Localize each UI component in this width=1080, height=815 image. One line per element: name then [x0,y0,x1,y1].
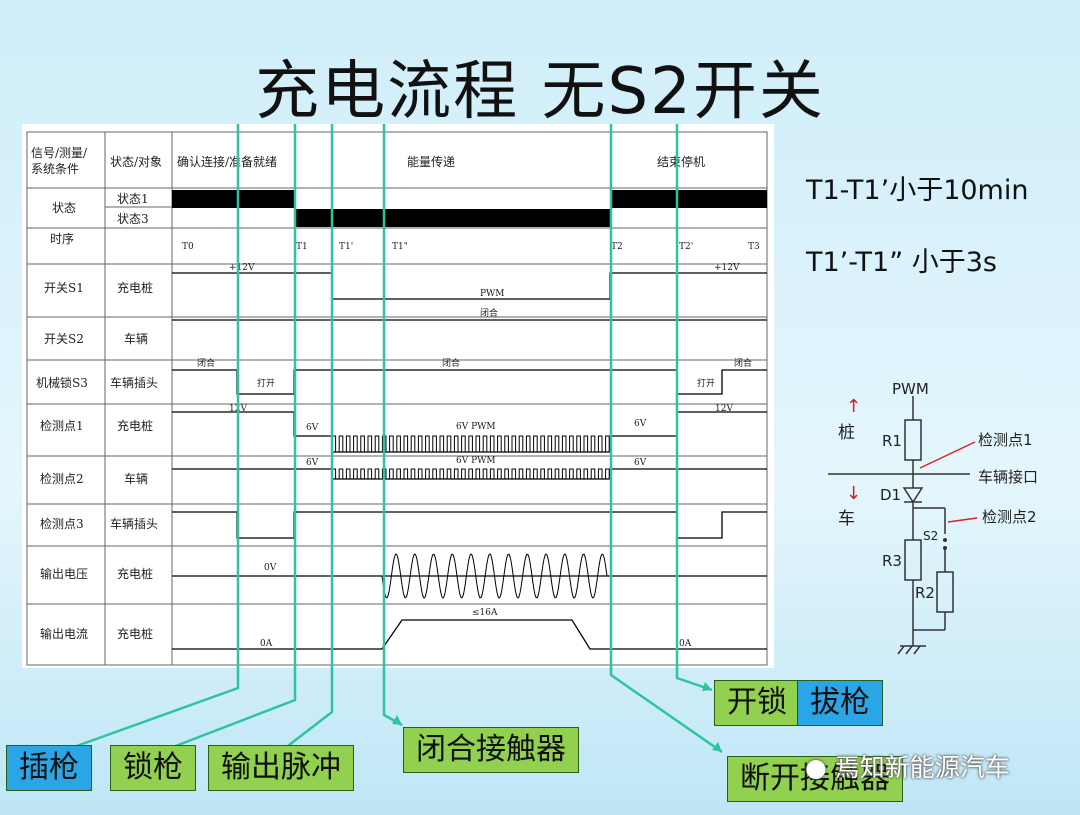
row-obj-6: 充电桩 [117,566,153,581]
tag-lock: 锁枪 [110,745,196,791]
pwm-cp1 [331,435,610,453]
label-12v-b: 12V [715,404,733,414]
label-6vpwm-1: 6V PWM [456,422,496,432]
row-sig-6: 输出电压 [40,566,88,581]
sine-voltage [381,553,608,599]
row-obj-0: 充电桩 [117,280,153,295]
watermark: ● 焉知新能源汽车 [805,753,1010,782]
status-item-1: 状态1 [117,192,149,206]
row-obj-2: 车辆插头 [110,375,158,390]
label-pile: 桩 [838,423,855,443]
row-obj-4: 车辆 [124,471,148,486]
label-p12v-a: +12V [229,263,255,273]
row-obj-3: 充电桩 [117,418,153,433]
label-closed-s3a: 闭合 [197,357,215,369]
label-closed-s3b: 闭合 [442,357,460,369]
tag-contactor-open: 断开接触器 [727,756,903,802]
status-bar-1b [610,190,767,208]
label-16a: ≤16A [472,608,498,618]
time-t0: T0 [182,242,194,252]
label-12v-a: 12V [229,404,247,414]
note-t1p: T1’-T1” 小于3s [806,247,998,278]
head-object: 状态/对象 [110,155,162,169]
label-pwm: PWM [480,289,505,299]
label-6v-3: 6V [306,458,319,468]
row-sig-2: 机械锁S3 [36,375,88,390]
row-obj-5: 车辆插头 [110,516,158,531]
label-iface: 车辆接口 [978,468,1038,486]
label-r1: R1 [882,432,902,450]
seq-label: 时序 [50,231,74,246]
timing-diagram: 信号/测量/ 系统条件 状态/对象 确认连接/准备就绪 能量传递 结束停机 状态… [22,124,774,668]
note-t1: T1-T1’小于10min [806,175,1029,206]
label-open-a: 打开 [257,377,275,389]
label-r3: R3 [882,552,902,570]
label-6vpwm-2: 6V PWM [456,456,496,466]
label-0v: 0V [264,563,277,573]
label-6v-1: 6V [306,423,319,433]
label-6v-4: 6V [634,458,647,468]
label-p12v-b: +12V [714,263,740,273]
row-sig-4: 检测点2 [40,471,84,486]
label-closed-s3c: 闭合 [734,357,752,369]
status-bar-1a [172,190,294,208]
tag-pulse: 输出脉冲 [208,745,354,791]
tag-insert: 插枪 [6,745,92,791]
status-bar-3 [294,209,610,227]
tag-unlock: 开锁 [714,680,800,726]
row-obj-7: 充电桩 [117,626,153,641]
label-closed-s2: 闭合 [480,307,498,319]
watermark-text: 焉知新能源汽车 [834,753,1010,782]
row-sig-0: 开关S1 [44,281,84,295]
label-r2: R2 [915,584,935,602]
time-t2p: T2' [679,242,693,252]
row-sig-5: 检测点3 [40,516,84,531]
label-d1: D1 [880,486,901,504]
head-signal-1: 信号/测量/ [31,146,88,160]
label-car: 车 [838,509,855,529]
status-item-3: 状态3 [117,212,149,226]
label-pwm: PWM [892,380,929,398]
head-phase-energy: 能量传递 [407,154,455,169]
head-phase-end: 结束停机 [657,154,705,169]
status-label: 状态 [52,201,76,215]
label-cp1: 检测点1 [978,431,1033,449]
label-cp2: 检测点2 [982,508,1037,526]
row-sig-7: 输出电流 [40,626,88,641]
pwm-waves [331,435,610,599]
label-0a-1: 0A [260,639,273,649]
head-signal-2: 系统条件 [31,162,79,176]
time-t1: T1 [296,242,308,252]
row-sig-1: 开关S2 [44,332,84,346]
time-t1p: T1' [339,242,353,252]
pwm-cp2 [331,468,610,480]
label-6v-2: 6V [634,419,647,429]
row-sig-3: 检测点1 [40,418,84,433]
pilot-circuit: ↑ ↓ PWM R1 D1 R3 R2 S2 桩 车 检测点1 车辆接口 检测点… [828,380,1038,655]
label-0a-2: 0A [679,639,692,649]
head-phase-connect: 确认连接/准备就绪 [177,154,277,169]
label-open-b: 打开 [697,377,715,389]
time-t3: T3 [748,242,760,252]
tag-unplug: 拔枪 [797,680,883,726]
time-t2: T2 [611,242,623,252]
page-title: 充电流程 无S2开关 [255,55,825,129]
arrow-down-icon: ↓ [846,483,861,504]
arrow-up-icon: ↑ [846,396,861,417]
time-t1pp: T1" [392,242,408,252]
tag-contactor-close: 闭合接触器 [403,727,579,773]
row-obj-1: 车辆 [124,331,148,346]
label-s2: S2 [923,529,938,543]
